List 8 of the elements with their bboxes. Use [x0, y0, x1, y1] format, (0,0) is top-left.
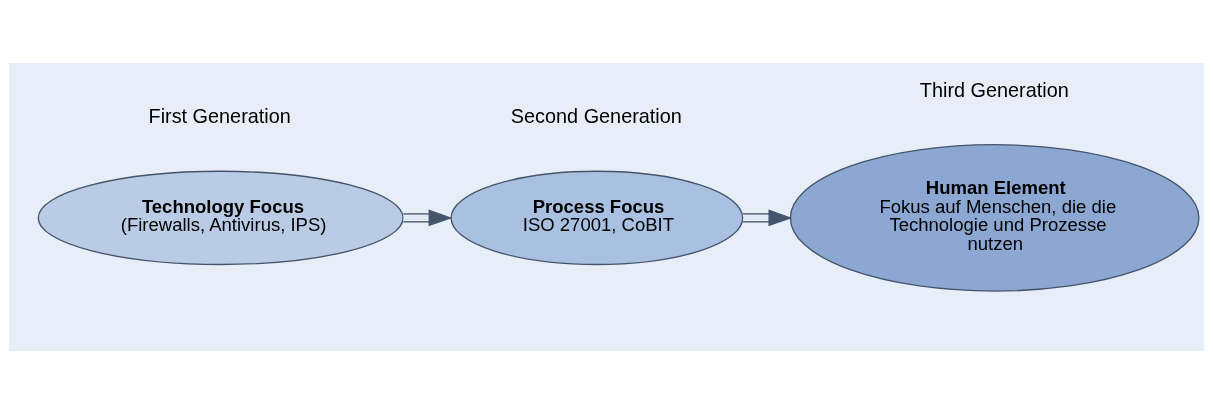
arrow	[402, 209, 453, 227]
node-label: First Generation	[148, 105, 291, 128]
node-ellipse: Human Element Fokus auf Menschen, die die Technologie und Prozesse nutzen	[789, 144, 1200, 292]
node-ellipse: Technology Focus (Firewalls, Antivirus, IPS)	[37, 170, 404, 266]
node-label: Third Generation	[919, 78, 1069, 101]
node-ellipse: Process Focus ISO 27001, CoBIT	[450, 170, 744, 266]
arrow	[742, 209, 793, 227]
node-label: Second Generation	[510, 105, 682, 128]
